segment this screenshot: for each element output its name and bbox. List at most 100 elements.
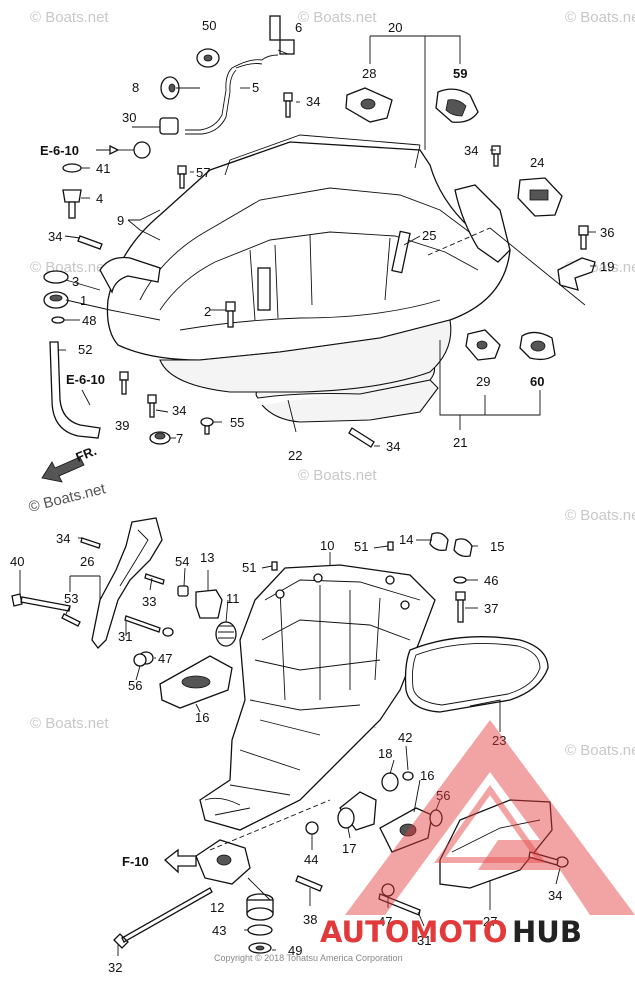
- callout-3: 3: [72, 274, 79, 289]
- callout-9: 9: [117, 213, 124, 228]
- bolt-part: [455, 591, 466, 601]
- callout-43: 43: [212, 923, 226, 938]
- pin-part: [387, 541, 394, 551]
- grommet-stack-part: [43, 270, 69, 324]
- bolt-part: [124, 615, 161, 633]
- reference-label-top: E-6-10: [40, 143, 79, 158]
- forward-arrow-icon: FR.: [41, 443, 99, 483]
- bolt-part: [119, 371, 129, 395]
- callout-36: 36: [600, 225, 614, 240]
- watermark-text: © Boats.net: [30, 259, 109, 276]
- watermark-text: © Boats.net: [30, 9, 109, 26]
- bracket-part: [91, 517, 163, 649]
- callout-52: 52: [78, 342, 92, 357]
- mount-part: [339, 791, 377, 831]
- automotohub-logo: [345, 720, 635, 915]
- callout-46: 46: [484, 573, 498, 588]
- callout-42: 42: [398, 730, 412, 745]
- callout-5: 5: [252, 80, 259, 95]
- bolt-part: [147, 394, 157, 418]
- oil-pan-assembly: [199, 564, 436, 831]
- bolt-part: [225, 301, 236, 328]
- cowling-rib: [257, 267, 271, 311]
- callout-41: 41: [96, 161, 110, 176]
- grommet-part: [381, 772, 399, 792]
- grommet-part: [429, 532, 449, 552]
- callout-34: 34: [306, 94, 320, 109]
- callout-19: 19: [600, 259, 614, 274]
- callout-24: 24: [530, 155, 544, 170]
- bolt-part: [491, 145, 501, 167]
- washer-part: [453, 576, 467, 584]
- cowling-rib: [391, 230, 411, 274]
- callout-34: 34: [464, 143, 478, 158]
- callout-13: 13: [200, 550, 214, 565]
- watermark-text: © Boats.net: [565, 9, 635, 26]
- coil-part: [215, 621, 237, 647]
- callout-34: 34: [386, 439, 400, 454]
- callout-30: 30: [122, 110, 136, 125]
- watermark-text: © Boats.net: [565, 507, 635, 524]
- wire-harness: [185, 59, 263, 131]
- callout-33: 33: [142, 594, 156, 609]
- callout-57: 57: [196, 165, 210, 180]
- copyright-text: Copyright © 2018 Tohatsu America Corpora…: [214, 953, 403, 963]
- callout-15: 15: [490, 539, 504, 554]
- front-bracket: [99, 256, 161, 294]
- gasket-plate-part: [345, 87, 393, 123]
- callout-34: 34: [48, 229, 62, 244]
- callout-44: 44: [304, 852, 318, 867]
- callout-18: 18: [378, 746, 392, 761]
- bolt-part: [144, 573, 165, 585]
- callout-51: 51: [354, 539, 368, 554]
- seal-part: [519, 331, 556, 361]
- callout-4: 4: [96, 191, 103, 206]
- callout-10: 10: [320, 538, 334, 553]
- cowling-lower-shell: [159, 319, 452, 393]
- callout-12: 12: [210, 900, 224, 915]
- bolt-part: [177, 165, 187, 189]
- callout-8: 8: [132, 80, 139, 95]
- callout-2: 2: [204, 304, 211, 319]
- pin-part: [271, 561, 278, 571]
- connector-part: [261, 15, 295, 61]
- lower-cover-part: [439, 799, 553, 889]
- callout-38: 38: [303, 912, 317, 927]
- logo-text-red: AUTOMOTO: [320, 915, 507, 949]
- callout-17: 17: [342, 841, 356, 856]
- latch-part: [557, 225, 596, 291]
- reference-label-f10: F-10: [122, 854, 149, 869]
- callout-54: 54: [175, 554, 189, 569]
- mount-stack-part: [246, 893, 274, 954]
- callout-48: 48: [82, 313, 96, 328]
- callout-55: 55: [230, 415, 244, 430]
- watermark-text: © Boats.net: [30, 715, 109, 732]
- bolt-part: [283, 92, 293, 118]
- gasket-plate-part: [465, 329, 501, 361]
- callout-49: 49: [288, 943, 302, 958]
- callout-47: 47: [378, 914, 392, 929]
- callout-27: 27: [483, 914, 497, 929]
- callout-40: 40: [10, 554, 24, 569]
- gasket-part: [404, 636, 549, 713]
- callout-34: 34: [548, 888, 562, 903]
- reference-arrow-icon: [163, 848, 197, 874]
- callout-23: 23: [492, 733, 506, 748]
- callout-37: 37: [484, 601, 498, 616]
- hook-bracket-part: [517, 177, 563, 217]
- callout-47: 47: [158, 651, 172, 666]
- callout-22: 22: [288, 448, 302, 463]
- callout-31: 31: [118, 629, 132, 644]
- grommet-part: [160, 76, 180, 100]
- grommet-part: [149, 431, 171, 445]
- callout-60: 60: [530, 374, 544, 389]
- bolt-part: [77, 235, 103, 250]
- callout-16: 16: [420, 768, 434, 783]
- fitting-part: [62, 163, 82, 219]
- callout-20: 20: [388, 20, 402, 35]
- collar-part: [177, 585, 189, 597]
- callout-31: 31: [417, 933, 431, 948]
- callout-11: 11: [226, 591, 240, 606]
